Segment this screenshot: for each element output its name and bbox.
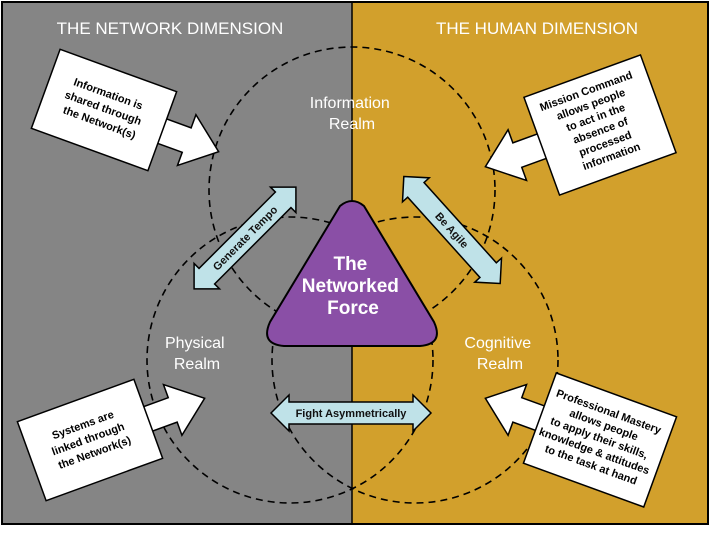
human-dimension-title: THE HUMAN DIMENSION: [436, 19, 638, 38]
information-realm-label: Information Realm: [310, 95, 395, 133]
callout-box-information-shared: [30, 48, 178, 172]
callout-systems-linked: Systems are linked through the Network(s…: [16, 378, 206, 502]
callout-professional-mastery: Professional Mastery allows people to ap…: [484, 372, 678, 508]
fight-asymmetrically-arrow: Fight Asymmetrically: [269, 393, 433, 433]
callout-text-professional-mastery: Professional Mastery allows people to ap…: [532, 387, 668, 492]
diagram-frame: [1, 1, 709, 525]
physical-realm-label: Physical Realm: [165, 335, 229, 373]
callout-box-mission-command: [522, 53, 678, 197]
networked-force-triangle: [266, 200, 438, 347]
network-dimension-title: THE NETWORK DIMENSION: [57, 19, 284, 38]
networked-force-label: The Networked Force: [302, 254, 404, 319]
callout-information-shared: Information is shared through the Networ…: [30, 48, 220, 172]
information-realm-circle: [208, 46, 496, 334]
callout-box-systems-linked: [16, 378, 164, 502]
cognitive-realm-label: Cognitive Realm: [464, 335, 535, 373]
callout-box-professional-mastery: [522, 372, 678, 508]
fight-asymmetrically-label: Fight Asymmetrically: [296, 408, 408, 420]
cognitive-realm-circle: [271, 216, 559, 504]
physical-realm-circle: [146, 216, 434, 504]
